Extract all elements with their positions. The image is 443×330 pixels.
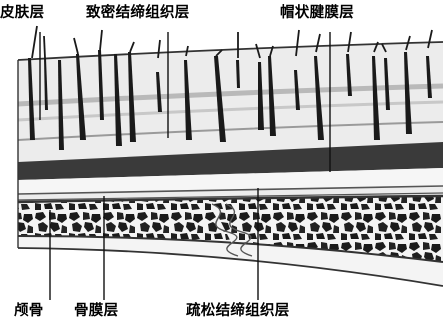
label-loose-connective: 疏松结缔组织层 — [186, 304, 290, 319]
label-dense-connective: 致密结缔组织层 — [86, 6, 190, 21]
label-skull: 颅骨 — [14, 304, 44, 319]
label-periosteum: 骨膜层 — [74, 304, 118, 319]
label-skin: 皮肤层 — [0, 6, 44, 21]
label-galea: 帽状腱膜层 — [280, 6, 354, 21]
